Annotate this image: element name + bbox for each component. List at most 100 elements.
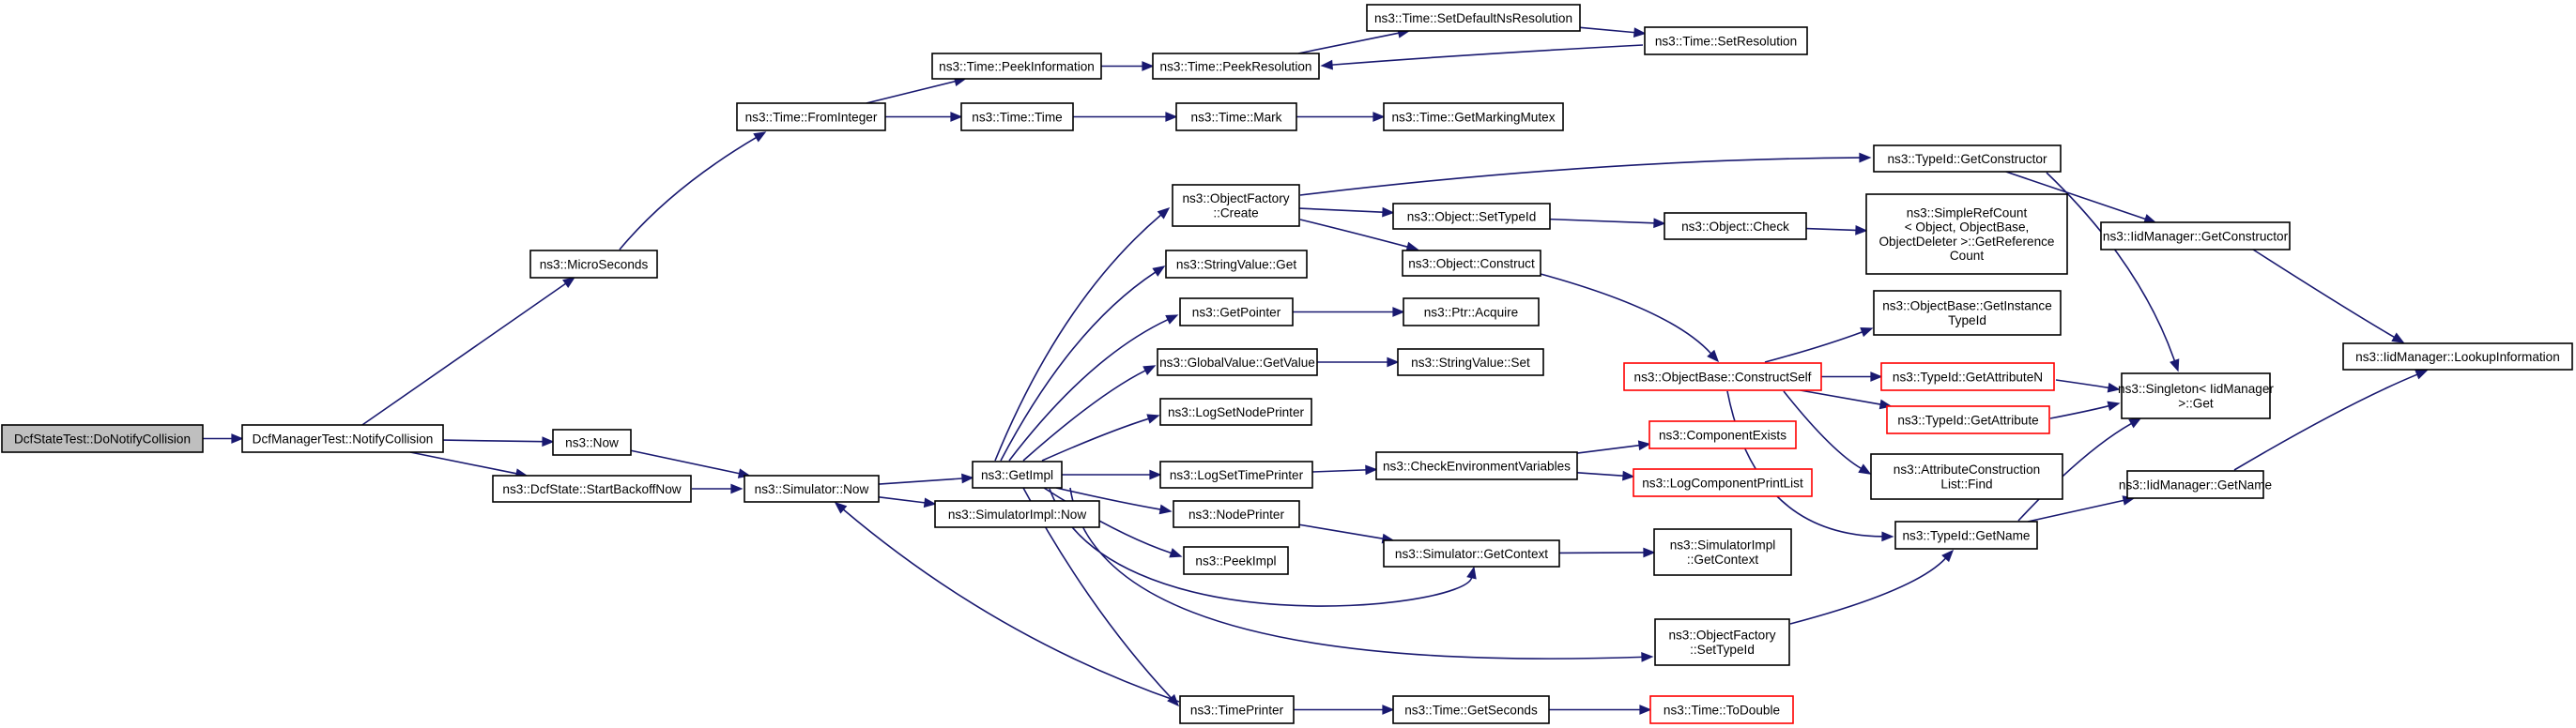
arrowhead-icon [1392,307,1405,317]
node-label: ns3::GetPointer [1192,305,1281,319]
function-node[interactable]: ns3::GlobalValue::GetValue [1157,348,1318,376]
node-label: ns3::Now [565,435,619,449]
function-node[interactable]: ns3::Time::GetSeconds [1392,695,1550,724]
function-node[interactable]: ns3::CheckEnvironmentVariables [1375,451,1578,480]
node-label: List::Find [1940,477,1992,491]
call-edge [2233,370,2429,471]
function-node[interactable]: DcfManagerTest::NotifyCollision [241,424,444,453]
function-node[interactable]: ns3::DcfState::StartBackoffNow [492,475,692,503]
edge-line [1022,370,1146,462]
node-label: TypeId [1948,313,1986,327]
function-node[interactable]: ns3::SimpleRefCount< Object, ObjectBase,… [1865,193,2068,275]
node-label: ns3::Object::Construct [1408,256,1535,270]
node-label: Count [1950,249,1984,263]
function-node[interactable]: ns3::TypeId::GetConstructor [1873,144,2062,173]
arrowhead-icon [1158,504,1173,515]
function-node[interactable]: ns3::PeekImpl [1183,546,1289,575]
function-node[interactable]: ns3::ObjectFactory::Create [1172,184,1300,227]
function-node[interactable]: ns3::Object::Check [1664,212,1807,240]
function-node[interactable]: ns3::Simulator::GetContext [1383,539,1560,568]
arrowhead-icon [753,131,767,143]
edge-line [2233,373,2418,471]
node-label: ns3::Simulator::GetContext [1395,547,1548,561]
arrowhead-icon [1637,440,1651,451]
arrowhead-icon [1320,59,1333,70]
node-box [1366,4,1581,32]
function-node[interactable]: ns3::SimulatorImpl::Now [934,500,1100,528]
node-box [1873,144,2062,173]
node-label: ns3::ObjectFactory [1668,629,1775,643]
function-node[interactable]: ns3::ComponentExists [1648,420,1797,449]
function-node[interactable]: ns3::IidManager::GetName [2119,470,2272,499]
arrowhead-icon [1142,61,1155,71]
function-node[interactable]: ns3::Time::GetMarkingMutex [1383,102,1564,131]
function-node[interactable]: ns3::TypeId::GetAttributeN [1880,362,2055,391]
function-node[interactable]: ns3::ObjectBase::ConstructSelf [1623,362,1822,391]
function-node[interactable]: ns3::SimulatorImpl::GetContext [1653,528,1792,576]
call-edge [994,206,1171,462]
function-node[interactable]: ns3::Time::PeekInformation [931,53,1102,80]
function-node[interactable]: ns3::TypeId::GetAttribute [1886,405,2050,434]
edge-line [1041,417,1149,462]
function-node[interactable]: ns3::GetPointer [1179,297,1294,326]
edge-line [2005,171,2146,220]
function-node[interactable]: ns3::StringValue::Set [1397,348,1544,376]
call-edge [1579,26,1647,38]
function-node[interactable]: ns3::NodePrinter [1173,500,1300,528]
function-node[interactable]: ns3::Time::Mark [1175,102,1297,131]
function-node[interactable]: ns3::LogSetTimePrinter [1159,461,1313,489]
node-box [1392,203,1551,230]
arrowhead-icon [542,436,555,447]
function-node[interactable]: ns3::IidManager::GetConstructor [2100,221,2291,250]
call-edge [1311,464,1378,476]
function-node[interactable]: ns3::Time::ToDouble [1649,695,1794,724]
function-node[interactable]: ns3::Time::PeekResolution [1152,53,1320,80]
arrowhead-icon [1165,314,1179,325]
call-edge [1069,487,1654,662]
node-label: ns3::SimulatorImpl [1670,538,1776,553]
function-node[interactable]: ns3::Time::SetDefaultNsResolution [1366,4,1581,32]
arrowhead-icon [2170,358,2180,372]
function-node[interactable]: ns3::TypeId::GetName [1894,521,2038,550]
function-node[interactable]: ns3::ObjectFactory::SetTypeId [1654,618,1790,666]
function-node[interactable]: ns3::StringValue::Get [1165,250,1308,279]
edge-line [1298,207,1384,213]
call-edge [1298,523,1395,544]
call-edge [1576,440,1651,454]
node-label: ns3::TypeId::GetAttributeN [1893,370,2043,384]
function-node[interactable]: ns3::LogComponentPrintList [1633,468,1813,497]
function-node[interactable]: ns3::Now [552,429,632,456]
function-node[interactable]: ns3::GetImpl [972,461,1063,489]
function-node[interactable]: ns3::Ptr::Acquire [1403,297,1540,326]
call-edges [203,26,2429,715]
function-node[interactable]: ns3::Time::FromInteger [736,102,886,131]
function-node[interactable]: ns3::Object::SetTypeId [1392,203,1551,230]
arrowhead-icon [1382,206,1395,218]
function-node[interactable]: ns3::LogSetNodePrinter [1159,398,1312,426]
function-node[interactable]: ns3::MicroSeconds [529,250,658,279]
arrowhead-icon [1859,152,1872,163]
node-box [1623,362,1822,391]
function-node[interactable]: ns3::Time::SetResolution [1644,26,1808,55]
node-label: ns3::Ptr::Acquire [1424,305,1519,319]
node-box [1157,348,1318,376]
function-node[interactable]: ns3::Object::Construct [1402,250,1541,277]
arrowhead-icon [1466,566,1477,580]
node-label: ns3::TypeId::GetName [1902,528,2030,542]
node-box [1183,546,1289,575]
function-node[interactable]: ns3::Singleton< IidManager >::Get [2118,372,2274,419]
function-node[interactable]: ns3::Time::Time [960,102,1074,131]
node-label: ns3::Simulator::Now [755,482,869,496]
edge-line [994,214,1162,462]
arrowhead-icon [2128,417,2142,429]
call-edge [1299,152,1872,196]
function-node[interactable]: ns3::IidManager::LookupInformation [2342,342,2573,371]
function-node[interactable]: ns3::TimePrinter [1179,695,1295,724]
edge-line [842,508,1180,703]
edge-line [2252,249,2395,339]
call-edge [2055,379,2121,393]
root-function-node[interactable]: DcfStateTest::DoNotifyCollision [1,424,204,453]
function-node[interactable]: ns3::Simulator::Now [744,475,880,503]
